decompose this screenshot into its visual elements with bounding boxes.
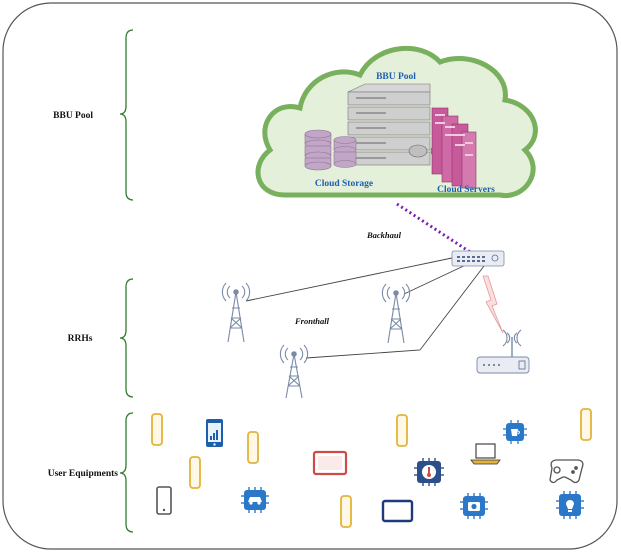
lightning-link-icon bbox=[482, 275, 504, 334]
tablet-icon bbox=[381, 499, 414, 523]
cloud-pool-label: BBU Pool bbox=[376, 72, 416, 82]
smartphone-icon bbox=[580, 408, 592, 441]
fronthaul-links bbox=[245, 257, 485, 359]
smartphone-icon bbox=[156, 486, 172, 515]
radio-tower-icon bbox=[279, 344, 309, 399]
radio-tower-icon bbox=[221, 282, 251, 343]
smartphone-icon bbox=[247, 431, 259, 464]
smartphone-icon bbox=[189, 456, 201, 489]
laptop-icon bbox=[470, 443, 501, 465]
tier-brace-rrhs bbox=[119, 278, 134, 398]
cloud-server-rack-icon bbox=[431, 107, 477, 189]
fronthaul-label: Fronthall bbox=[294, 316, 330, 326]
tier-label-bbu-pool: BBU Pool bbox=[53, 111, 93, 121]
tier-label-rrhs: RRHs bbox=[68, 334, 93, 344]
iot-chip-cup-icon bbox=[503, 420, 527, 444]
smartphone-icon bbox=[206, 419, 223, 447]
tier-label-user-equipments: User Equipments bbox=[48, 469, 119, 479]
iot-chip-car-icon bbox=[241, 487, 269, 513]
cloud-storage-icon bbox=[304, 129, 357, 171]
cloud-storage-label: Cloud Storage bbox=[315, 179, 373, 189]
smartphone-icon bbox=[396, 414, 408, 447]
cloud-servers-label: Cloud Servers bbox=[437, 185, 495, 195]
bbu-server-stack-icon bbox=[347, 83, 444, 166]
tablet-icon bbox=[312, 450, 348, 476]
backhaul-label: Backhaul bbox=[366, 230, 402, 240]
iot-chip-bulb-icon bbox=[556, 491, 584, 519]
wireless-router-icon bbox=[476, 329, 530, 374]
iot-chip-thermometer-icon bbox=[414, 458, 444, 486]
gamepad-icon bbox=[549, 459, 584, 484]
tier-brace-user-equipments bbox=[119, 412, 134, 533]
smartphone-icon bbox=[151, 413, 163, 446]
iot-chip-camera-icon bbox=[460, 493, 488, 519]
smartphone-icon bbox=[340, 495, 352, 528]
tier-brace-bbu-pool bbox=[119, 29, 134, 201]
switch-icon bbox=[451, 250, 505, 267]
radio-tower-icon bbox=[381, 283, 411, 344]
